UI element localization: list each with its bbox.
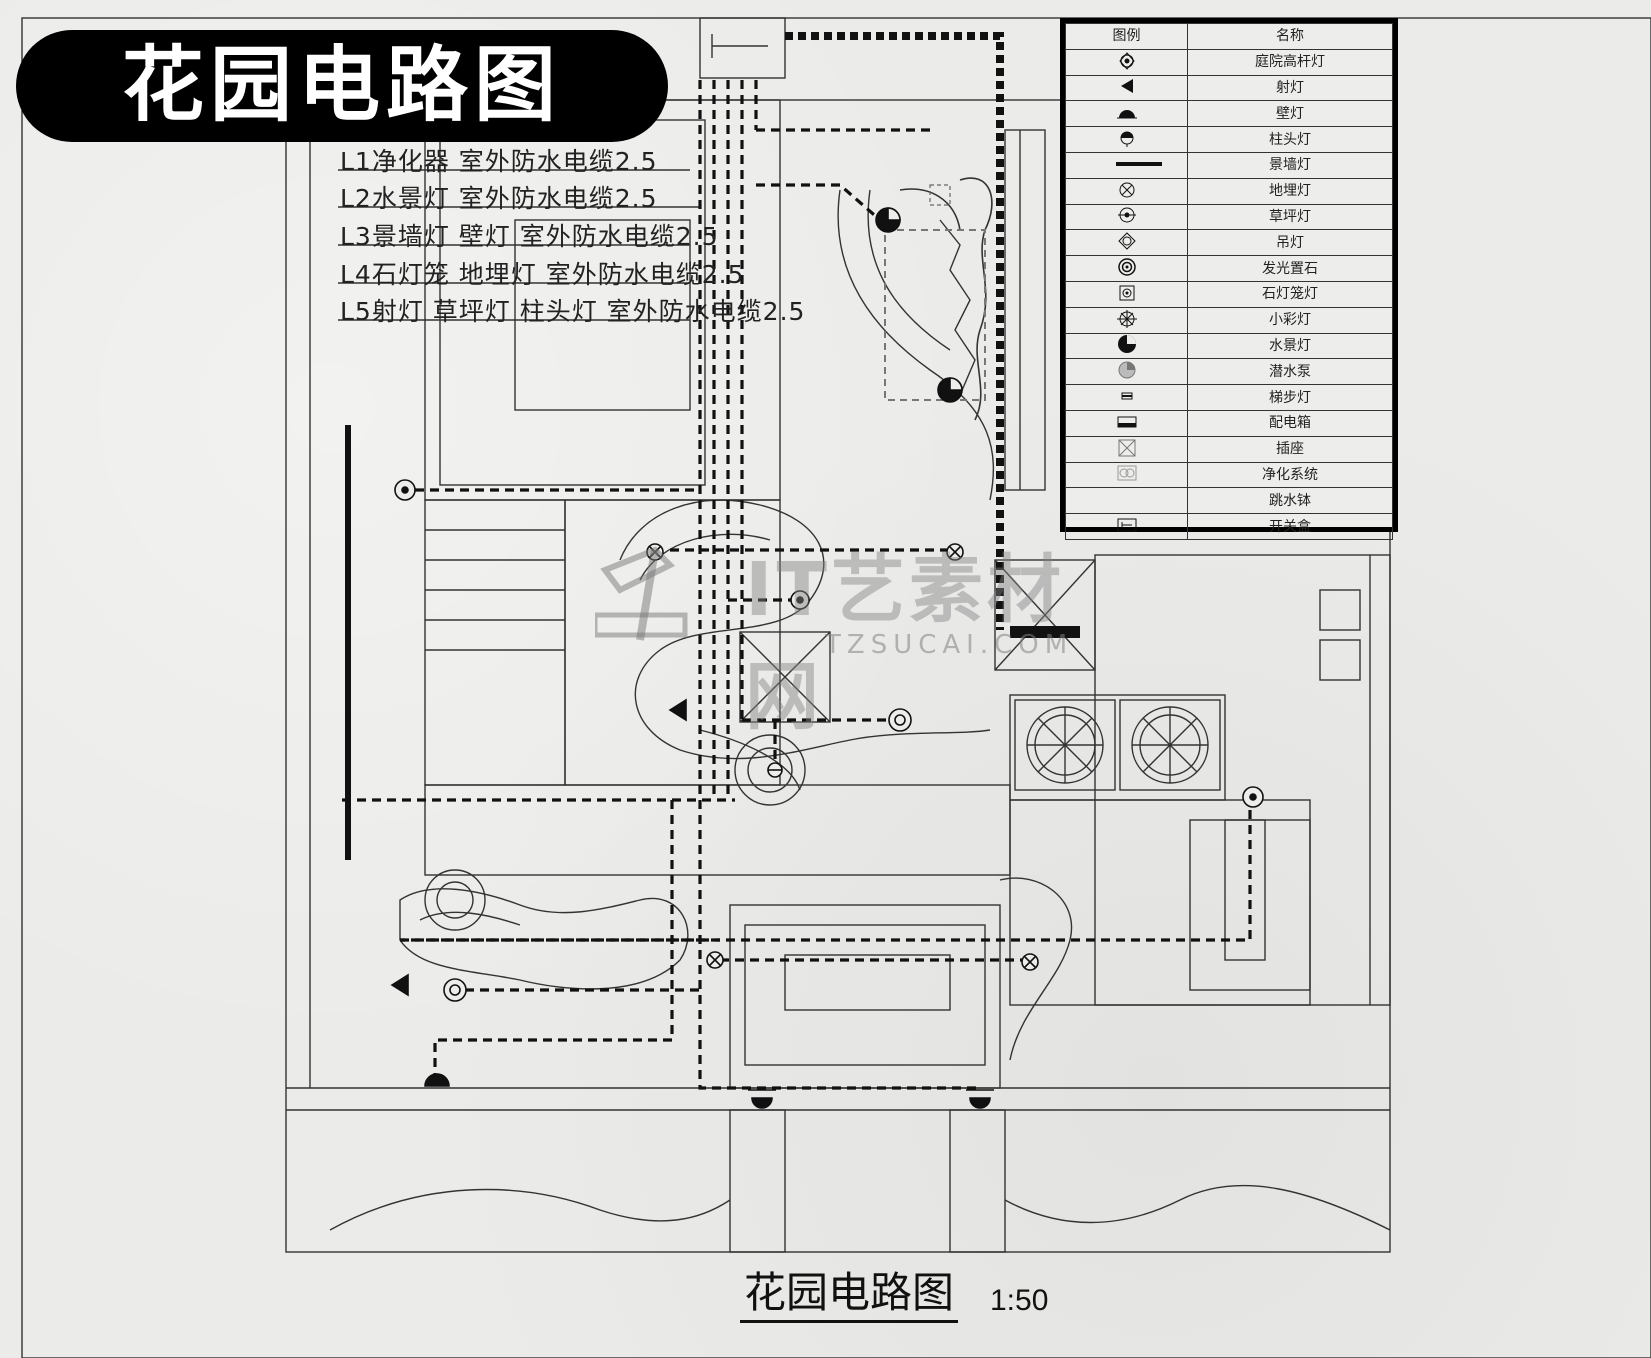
legend-header-row: 图例 名称 xyxy=(1065,23,1393,50)
legend-table: 图例 名称 庭院高杆灯 射灯 壁灯 柱头灯 景墙灯 地埋灯 草坪灯 吊灯 发光置… xyxy=(1060,18,1398,540)
legend-name: 发光置石 xyxy=(1187,255,1393,282)
main-trunk-cable xyxy=(785,32,1004,630)
circuit-label-l4: L4石灯笼 地埋灯 室外防水电缆2.5 xyxy=(340,260,745,289)
fixture-inground-lamp xyxy=(706,951,724,969)
legend-row: 跳水钵 xyxy=(1065,487,1393,515)
switch-box-icon xyxy=(1117,518,1136,532)
legend-name: 小彩灯 xyxy=(1187,306,1393,334)
fixture-inground-lamp xyxy=(646,543,664,561)
fixture-wall-lamp xyxy=(966,1089,994,1109)
legend-row: 柱头灯 xyxy=(1065,126,1393,153)
legend-name: 开关盒 xyxy=(1187,513,1393,540)
fixture-water-feature-lamp xyxy=(875,207,901,233)
title-banner: 花园电路图 xyxy=(16,30,668,142)
fixture-pillar-lamp xyxy=(790,590,810,610)
legend-name: 地埋灯 xyxy=(1187,177,1393,205)
drawing-frame xyxy=(21,17,1651,1358)
fixture-lawn-lamp xyxy=(1242,786,1264,808)
circuit-label-l5: L5射灯 草坪灯 柱头灯 室外防水电缆2.5 xyxy=(340,297,806,326)
legend-name: 净化系统 xyxy=(1187,461,1393,489)
legend-row: 石灯笼灯 xyxy=(1065,280,1393,308)
inground-lamp-icon xyxy=(1119,182,1134,198)
fixture-step-lamp xyxy=(767,762,783,778)
drawing-caption: 花园电路图 xyxy=(740,1269,959,1324)
circuit-label-l2: L2水景灯 室外防水电缆2.5 xyxy=(340,184,658,213)
socket-icon xyxy=(1118,439,1135,457)
wall-lamp-icon xyxy=(1116,110,1137,119)
fixture-inground-lamp xyxy=(946,543,964,561)
switch-box-top xyxy=(699,17,786,79)
circuit-label-l3: L3景墙灯 壁灯 室外防水电缆2.5 xyxy=(340,222,719,251)
legend-name: 潜水泵 xyxy=(1187,358,1393,386)
legend-name: 庭院高杆灯 xyxy=(1187,48,1393,76)
legend-row: 小彩灯 xyxy=(1065,306,1393,334)
fixture-spotlight xyxy=(668,698,687,722)
pendant-lamp-icon xyxy=(1117,232,1136,250)
legend-name: 石灯笼灯 xyxy=(1187,280,1393,308)
courtyard-lamp-icon xyxy=(1118,51,1135,70)
legend-row: 梯步灯 xyxy=(1065,384,1393,411)
legend-name: 梯步灯 xyxy=(1187,384,1393,411)
lawn-lamp-icon xyxy=(1117,207,1136,223)
fixture-spotlight xyxy=(390,973,409,997)
landscape-wall-lamp-icon xyxy=(1115,161,1162,166)
fixture-lawn-lamp xyxy=(394,479,416,501)
legend-name: 壁灯 xyxy=(1187,100,1393,128)
legend-row: 景墙灯 xyxy=(1065,151,1393,179)
legend-row: 庭院高杆灯 xyxy=(1065,48,1393,76)
legend-row: 草坪灯 xyxy=(1065,203,1393,231)
legend-name: 配电箱 xyxy=(1187,409,1393,437)
spotlight-icon xyxy=(1120,79,1133,94)
drawing-scale: 1:50 xyxy=(990,1284,1049,1317)
legend-row: 开关盒 xyxy=(1065,513,1393,540)
legend-row: 地埋灯 xyxy=(1065,177,1393,205)
legend-name: 水景灯 xyxy=(1187,332,1393,360)
legend-name: 跳水钵 xyxy=(1187,487,1393,515)
fixture-wall-lamp xyxy=(424,1073,450,1087)
legend-row: 配电箱 xyxy=(1065,409,1393,437)
pillar-lamp-icon xyxy=(1120,131,1133,148)
fixture-stone-lantern xyxy=(888,708,912,732)
legend-name: 草坪灯 xyxy=(1187,203,1393,231)
jump-pot-icon xyxy=(1114,489,1140,509)
submersible-pump-icon xyxy=(1118,361,1135,379)
fixture-stone-lantern xyxy=(443,978,467,1002)
legend-name: 插座 xyxy=(1187,435,1393,463)
step-lamp-icon xyxy=(1121,392,1132,400)
circuit-label-l1: L1净化器 室外防水电缆2.5 xyxy=(340,147,658,176)
legend-row: 水景灯 xyxy=(1065,332,1393,360)
legend-row: 发光置石 xyxy=(1065,255,1393,282)
stone-lantern-icon xyxy=(1119,285,1134,301)
legend-name: 吊灯 xyxy=(1187,229,1393,257)
legend-name: 射灯 xyxy=(1187,74,1393,102)
color-lamp-icon xyxy=(1116,309,1137,328)
fixture-inground-lamp xyxy=(1021,953,1039,971)
distribution-box-icon xyxy=(1117,416,1136,428)
page-title: 花园电路图 xyxy=(121,38,562,133)
legend-name: 柱头灯 xyxy=(1187,126,1393,153)
legend-header-symbol: 图例 xyxy=(1065,23,1188,50)
purification-system-icon xyxy=(1117,465,1136,481)
legend-row: 净化系统 xyxy=(1065,461,1393,489)
glowing-stone-icon xyxy=(1117,258,1136,276)
legend-row: 射灯 xyxy=(1065,74,1393,102)
legend-row: 插座 xyxy=(1065,435,1393,463)
fixture-water-feature-lamp xyxy=(937,377,963,403)
legend-row: 壁灯 xyxy=(1065,100,1393,128)
legend-row: 吊灯 xyxy=(1065,229,1393,257)
fixture-wall-lamp xyxy=(748,1089,776,1109)
legend-name: 景墙灯 xyxy=(1187,151,1393,179)
legend-header-name: 名称 xyxy=(1187,23,1393,50)
water-feature-lamp-icon xyxy=(1117,335,1136,354)
legend-row: 潜水泵 xyxy=(1065,358,1393,386)
